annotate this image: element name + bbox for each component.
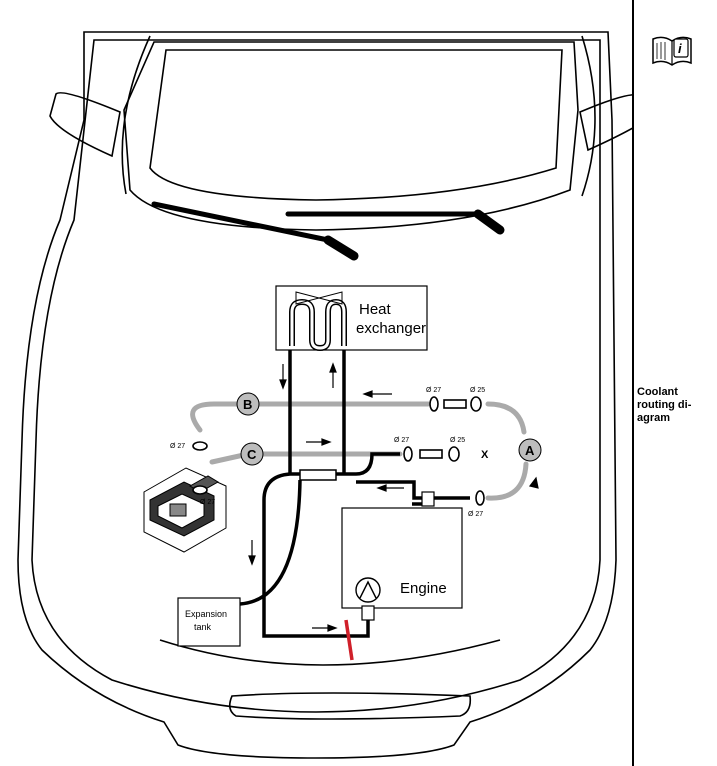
pump-icon	[355, 577, 381, 603]
svg-text:i: i	[678, 41, 682, 56]
sidebar-caption: Coolant routing di- agram	[637, 386, 715, 425]
diameter-labels: Ø 27 Ø 25 Ø 27 Ø 25 Ø 27 Ø 27 Ø 27	[170, 387, 485, 518]
left-mirror	[49, 92, 121, 158]
engine: Engine	[341, 491, 463, 621]
expansion-tank-label-line2: tank	[194, 622, 212, 632]
connection-c: C	[240, 442, 264, 466]
flow-arrows	[248, 362, 539, 632]
diameter-top-1: Ø 27	[426, 387, 441, 394]
diameter-mid-2: Ø 25	[450, 437, 465, 444]
heat-exchanger-label-line2: exchanger	[356, 320, 426, 337]
diameter-mid-1: Ø 27	[394, 437, 409, 444]
expansion-tank-label-line1: Expansion	[185, 609, 227, 619]
sidebar-caption-line1: Coolant	[637, 386, 678, 398]
engine-label: Engine	[400, 580, 447, 597]
heat-exchanger-label-line1: Heat	[359, 301, 392, 318]
fan-icon	[295, 291, 343, 305]
heat-exchanger: Heat exchanger	[275, 285, 428, 352]
connection-c-label: C	[247, 447, 257, 462]
tee-fitting	[299, 469, 337, 481]
wipers	[151, 201, 505, 261]
hose-clamps	[192, 396, 485, 506]
connection-a: A	[518, 438, 542, 462]
connection-a-label: A	[525, 443, 535, 458]
shutoff-valve	[344, 619, 354, 661]
book-info-icon: i	[652, 36, 692, 66]
coolant-heater-unit	[143, 467, 227, 553]
diameter-heater-1: Ø 27	[170, 443, 185, 450]
car-outline	[17, 31, 632, 759]
expansion-tank: Expansion tank	[177, 597, 241, 647]
right-mirror	[579, 94, 632, 152]
outlet-x-label: X	[481, 449, 489, 461]
connection-b: B	[236, 392, 260, 416]
diameter-heater-2: Ø 27	[200, 499, 215, 506]
coolant-routing-diagram: Heat exchanger Engine	[17, 31, 632, 759]
connection-b-label: B	[243, 397, 252, 412]
sidebar-divider	[632, 0, 634, 766]
diameter-top-2: Ø 25	[470, 387, 485, 394]
sidebar-caption-line3: agram	[637, 412, 671, 424]
sidebar-caption-line2: routing di-	[637, 399, 692, 411]
diameter-engine: Ø 27	[468, 511, 483, 518]
